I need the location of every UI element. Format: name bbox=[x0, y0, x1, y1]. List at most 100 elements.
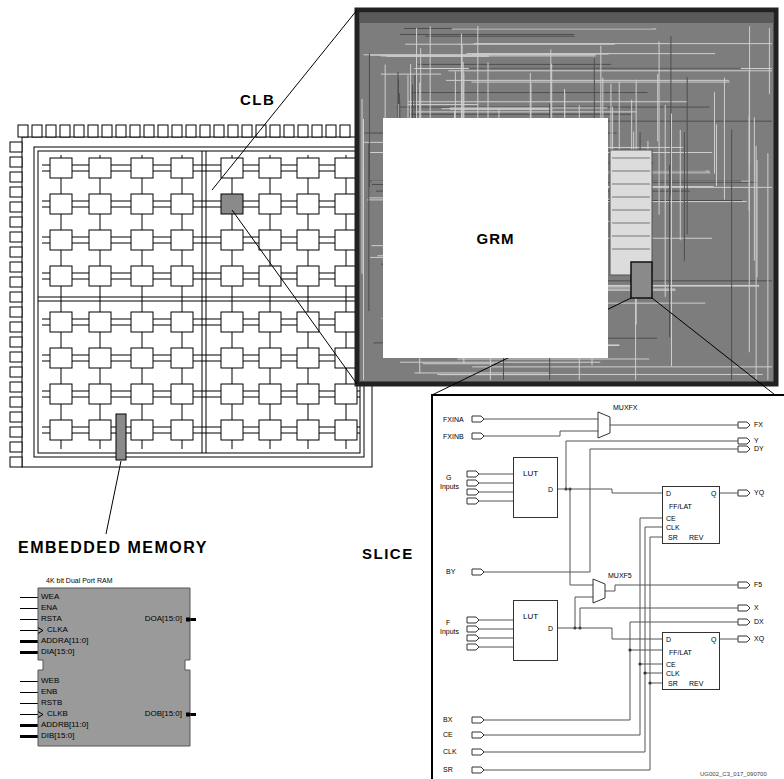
pin-name: RSTB bbox=[41, 699, 62, 707]
io-pad bbox=[144, 125, 154, 137]
slice-wire bbox=[610, 425, 735, 426]
io-pad bbox=[10, 307, 22, 317]
pin-symbol bbox=[472, 749, 484, 755]
io-pad bbox=[10, 382, 22, 392]
pin-symbol bbox=[467, 489, 479, 495]
slice-wire bbox=[484, 527, 662, 752]
routing-track bbox=[448, 70, 772, 71]
routing-track bbox=[452, 28, 656, 29]
clb-square bbox=[221, 348, 243, 368]
routing-track bbox=[757, 160, 758, 277]
pin-symbol bbox=[467, 635, 479, 641]
routing-matrix: GRM bbox=[383, 118, 608, 358]
leader-line bbox=[212, 10, 357, 190]
pin-symbol bbox=[467, 471, 479, 477]
lut-box: LUTD bbox=[513, 600, 558, 661]
signal-name: BY bbox=[446, 568, 455, 575]
pin-name: D bbox=[666, 490, 671, 497]
io-pad bbox=[256, 125, 266, 137]
io-pad bbox=[10, 247, 22, 257]
clb-square bbox=[50, 312, 72, 332]
io-pad bbox=[326, 125, 336, 137]
slice-wire bbox=[478, 474, 513, 475]
ram-pin-line bbox=[20, 703, 38, 704]
clock-symbol bbox=[38, 712, 43, 718]
routing-track bbox=[425, 36, 574, 37]
ram-pin-line bbox=[190, 713, 196, 716]
slice-wire bbox=[605, 585, 735, 591]
clb-square bbox=[171, 266, 193, 286]
clb-square bbox=[171, 230, 193, 250]
clb-square bbox=[335, 230, 357, 250]
module-wire bbox=[612, 184, 650, 185]
routing-track bbox=[731, 130, 732, 380]
io-pad bbox=[60, 125, 70, 137]
io-pad bbox=[214, 125, 224, 137]
lut-box: LUTD bbox=[513, 457, 558, 518]
slice-wire bbox=[478, 483, 513, 484]
io-pad bbox=[10, 217, 22, 227]
clb-square bbox=[50, 194, 72, 214]
ram-pin-line bbox=[20, 692, 38, 693]
core-border bbox=[34, 147, 364, 457]
io-pad bbox=[10, 352, 22, 362]
signal-name: CE bbox=[443, 731, 453, 738]
flip-flop-box: DQFF/LATCECLKSRREV bbox=[662, 632, 720, 690]
pin-symbol bbox=[738, 619, 750, 625]
memory-column bbox=[116, 414, 126, 460]
routing-track bbox=[754, 117, 755, 260]
ram-block: 4K bit Dual Port RAMWEAENARSTACLKAADDRA[… bbox=[38, 574, 190, 748]
slice-wire bbox=[580, 608, 735, 628]
pin-name: ENA bbox=[41, 604, 57, 612]
io-pad bbox=[284, 125, 294, 137]
pin-symbol bbox=[472, 416, 484, 422]
clb-square bbox=[131, 230, 153, 250]
clb-square bbox=[131, 194, 153, 214]
pin-name: LUT bbox=[523, 613, 538, 621]
clb-square bbox=[259, 420, 281, 440]
clb-square bbox=[171, 158, 193, 178]
io-pad bbox=[102, 125, 112, 137]
pin-name: DOA[15:0] bbox=[145, 615, 182, 623]
clb-square bbox=[335, 384, 357, 404]
slice-wire bbox=[630, 650, 662, 651]
routing-track bbox=[469, 68, 741, 69]
junction-dot bbox=[628, 648, 631, 651]
clb-square bbox=[89, 194, 111, 214]
module-wire bbox=[612, 223, 650, 224]
io-pad bbox=[46, 125, 56, 137]
junction-dot bbox=[643, 671, 646, 674]
slice-wire bbox=[484, 537, 662, 770]
routing-track bbox=[457, 358, 649, 359]
routing-track bbox=[440, 374, 549, 375]
io-pad bbox=[172, 125, 182, 137]
pin-name: CE bbox=[666, 515, 676, 522]
selected-clb bbox=[221, 194, 243, 214]
clb-square bbox=[89, 230, 111, 250]
signal-name: CLK bbox=[443, 748, 457, 755]
slice-frame bbox=[432, 395, 784, 779]
pin-symbol bbox=[472, 732, 484, 738]
output-marker bbox=[186, 618, 190, 622]
clb-square bbox=[131, 384, 153, 404]
pin-name: WEA bbox=[41, 593, 59, 601]
slice-wire bbox=[478, 629, 513, 630]
io-pad bbox=[298, 125, 308, 137]
routing-track bbox=[769, 28, 770, 94]
pin-symbol bbox=[738, 438, 750, 444]
part-name: EMBEDDED MEMORY bbox=[18, 540, 208, 556]
pin-name: SR bbox=[668, 534, 678, 541]
pin-symbol bbox=[467, 617, 479, 623]
clb-square bbox=[171, 312, 193, 332]
slice-wire bbox=[575, 597, 593, 628]
routing-track bbox=[749, 26, 750, 165]
pin-name: CLKB bbox=[47, 710, 68, 718]
core-border bbox=[38, 151, 360, 453]
flip-flop-box: DQFF/LATCECLKSRREV bbox=[662, 486, 720, 544]
clb-square bbox=[50, 384, 72, 404]
clb-square bbox=[50, 230, 72, 250]
routing-track bbox=[369, 53, 370, 187]
clb-square bbox=[89, 158, 111, 178]
pin-name: FF/LAT bbox=[669, 503, 692, 510]
